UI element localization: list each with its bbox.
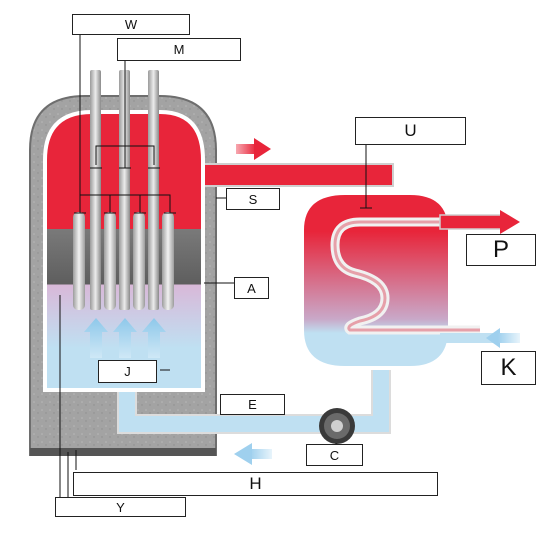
steam-out-pipe: [439, 214, 503, 230]
label-H: H: [73, 472, 438, 496]
fuel-elements: [73, 212, 174, 310]
label-S: S: [226, 188, 280, 210]
upflow-arrows: [84, 318, 166, 358]
label-Y: Y: [55, 497, 186, 517]
steam-out-arrow: [500, 210, 520, 234]
label-A: A: [234, 277, 269, 299]
hot-flow-arrow-tail: [236, 144, 256, 154]
label-U: U: [355, 117, 466, 145]
leader-lines: [59, 35, 372, 497]
cold-flow-arrow: [234, 443, 252, 465]
pump-icon: [319, 408, 355, 444]
feedwater-arrow-tail: [498, 333, 520, 343]
shield-base-shadow: [30, 448, 216, 456]
tube-bundle-inner: [333, 220, 480, 332]
label-W: W: [72, 14, 190, 35]
cold-flow-arrow-tail: [250, 449, 272, 459]
hot-flow-arrow: [254, 138, 271, 160]
feedwater-in-pipe: [440, 333, 500, 343]
control-rods: [90, 70, 159, 310]
label-E: E: [220, 394, 285, 415]
label-K: K: [481, 351, 536, 385]
label-C: C: [306, 444, 363, 466]
feedwater-in-arrow: [486, 328, 500, 348]
label-M: M: [117, 38, 241, 61]
hot-leg-pipe: [197, 163, 394, 187]
label-P: P: [466, 234, 536, 266]
label-J: J: [98, 360, 157, 383]
